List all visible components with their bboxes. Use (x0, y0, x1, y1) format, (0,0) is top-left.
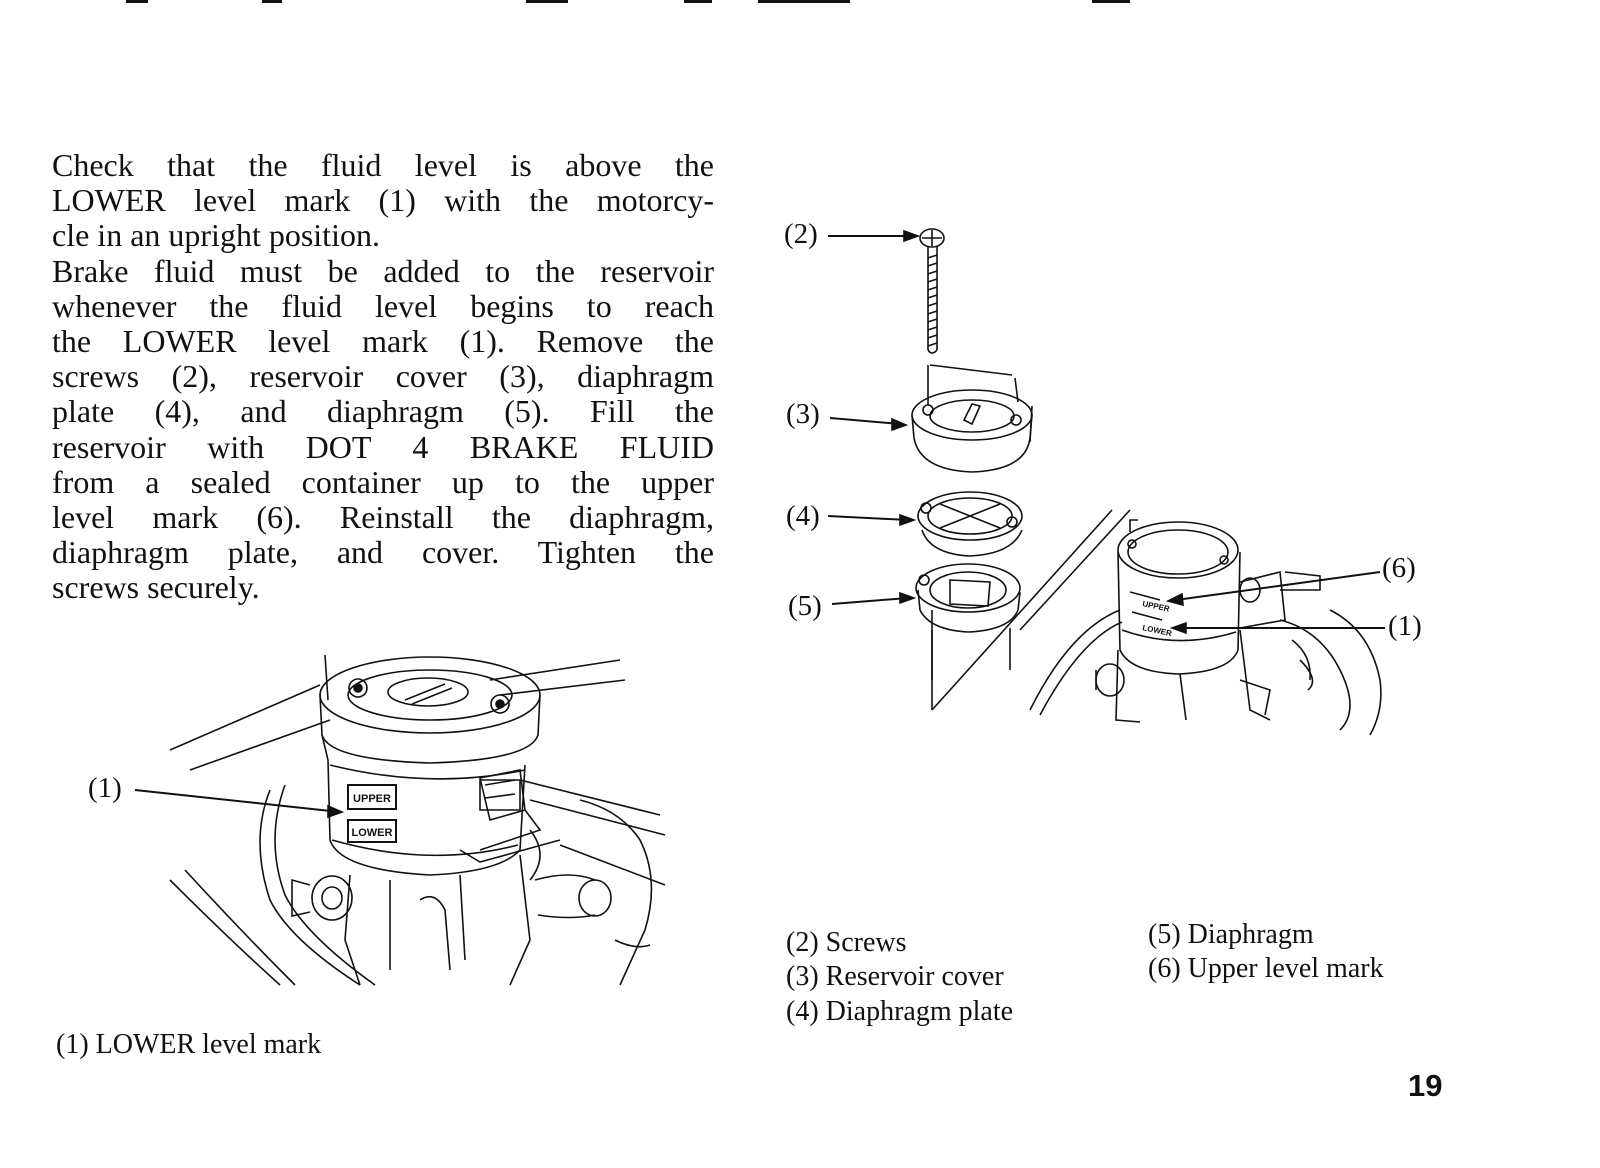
caption-upper-level-mark: (6) Upper level mark (1148, 953, 1384, 984)
lower-level-stamp: LOWER (348, 820, 396, 842)
page-number: 19 (1408, 1068, 1443, 1103)
reservoir-installed-illustration: UPPER LOWER (60, 640, 680, 1000)
svg-text:LOWER: LOWER (352, 827, 393, 839)
text-line: from a sealed container up to the upper (52, 463, 714, 500)
caption-reservoir-cover: (3) Reservoir cover (786, 961, 1004, 992)
text-line: the LOWER level mark (1). Remove the (52, 323, 714, 360)
caption-lower-level-mark: (1) LOWER level mark (56, 1029, 322, 1060)
callout-diaphragm: (5) (788, 590, 822, 622)
top-rule (526, 0, 568, 3)
text-line: Check that the fluid level is above the (52, 147, 714, 183)
top-rule (126, 0, 148, 3)
top-rule (1092, 0, 1130, 3)
callout-screws: (2) (784, 218, 818, 250)
top-rule (684, 0, 712, 3)
text-line: Brake fluid must be added to the reservo… (52, 252, 714, 289)
text-line: plate (4), and diaphragm (5). Fill the (52, 393, 714, 430)
top-rule (262, 0, 282, 3)
text-line: level mark (6). Reinstall the diaphragm, (52, 499, 714, 536)
callout-lower-level-mark: (1) (1388, 610, 1422, 642)
caption-screws: (2) Screws (786, 927, 907, 958)
instruction-text: Check that the fluid level is above the … (52, 147, 714, 606)
lower-level-stamp: LOWER (1142, 623, 1173, 638)
text-line: reservoir with DOT 4 BRAKE FLUID (52, 428, 714, 465)
svg-text:LOWER: LOWER (1142, 623, 1173, 638)
reservoir-exploded-illustration: UPPER LOWER (800, 210, 1440, 750)
callout-upper-level-mark: (6) (1382, 552, 1416, 584)
caption-diaphragm-plate: (4) Diaphragm plate (786, 996, 1014, 1027)
text-line: screws securely. (52, 569, 260, 606)
text-line: cle in an upright position. (52, 217, 380, 254)
caption-diaphragm: (5) Diaphragm (1148, 919, 1314, 950)
text-line: diaphragm plate, and cover. Tighten the (52, 534, 714, 571)
callout-diaphragm-plate: (4) (786, 500, 820, 532)
svg-text:UPPER: UPPER (353, 793, 391, 805)
callout-lower-mark-left: (1) (88, 772, 122, 804)
text-line: LOWER level mark (1) with the motorcy- (52, 182, 714, 219)
callout-reservoir-cover: (3) (786, 398, 820, 430)
text-line: screws (2), reservoir cover (3), diaphra… (52, 358, 714, 395)
top-rule (758, 0, 850, 3)
upper-level-stamp: UPPER (348, 785, 396, 809)
text-line: whenever the fluid level begins to reach (52, 287, 714, 324)
